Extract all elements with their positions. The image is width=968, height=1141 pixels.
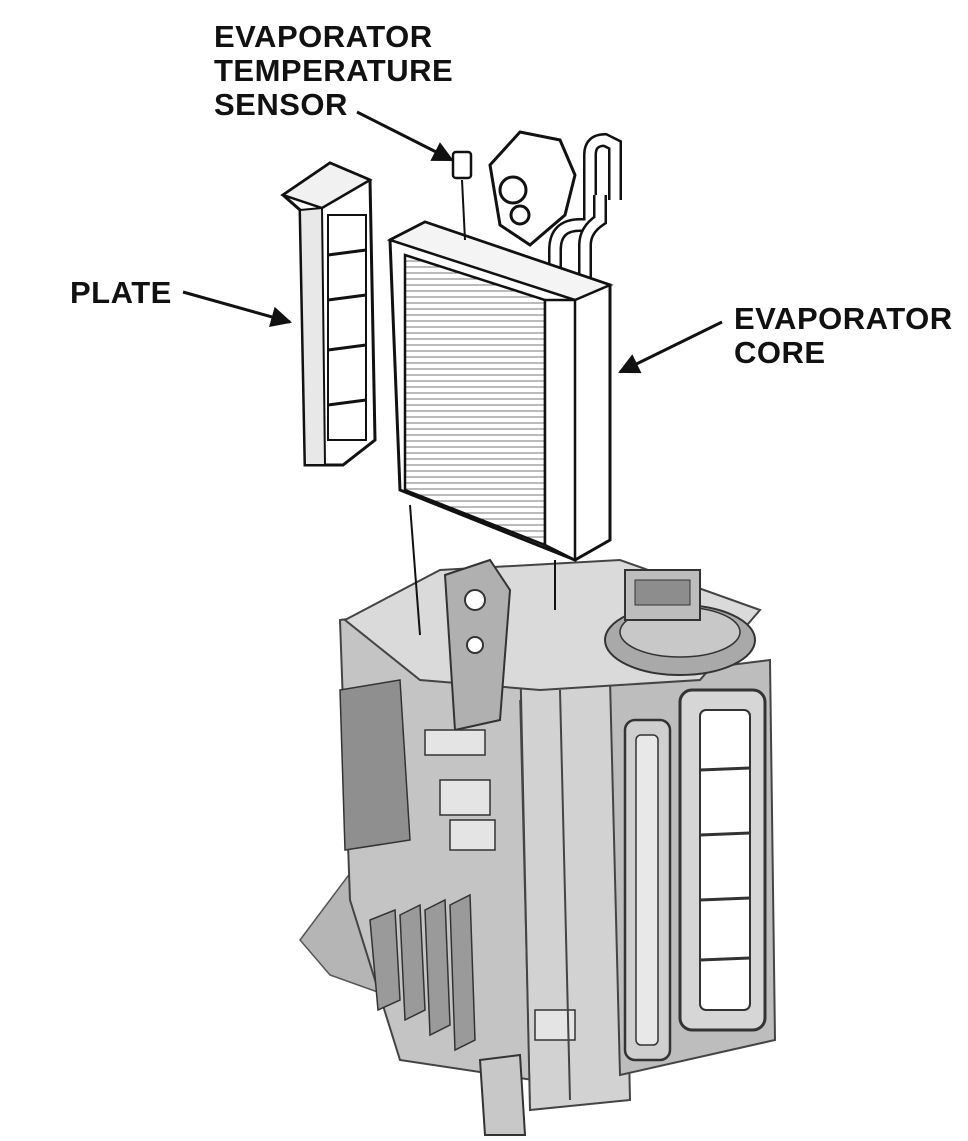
guide-line-left <box>409 504 421 636</box>
plate-label-text: PLATE <box>70 275 172 310</box>
plate-leader-arrow <box>182 290 293 328</box>
sensor-label-line-2: TEMPERATURE <box>214 53 454 88</box>
core-label-line-2: CORE <box>734 335 826 370</box>
plate-part <box>280 161 377 467</box>
temperature-sensor-part <box>451 150 473 241</box>
core-leader-arrow <box>618 320 723 374</box>
hvac-housing <box>299 558 777 1136</box>
core-label: EVAPORATOR CORE <box>734 302 953 370</box>
core-label-line-1: EVAPORATOR <box>734 301 953 336</box>
sensor-label-line-3: SENSOR <box>214 87 348 122</box>
sensor-label-line-1: EVAPORATOR <box>214 19 433 54</box>
evaporator-core-part <box>386 130 622 563</box>
sensor-label: EVAPORATOR TEMPERATURE SENSOR <box>214 20 453 122</box>
plate-label: PLATE <box>70 276 172 310</box>
sensor-leader-arrow <box>356 110 454 162</box>
